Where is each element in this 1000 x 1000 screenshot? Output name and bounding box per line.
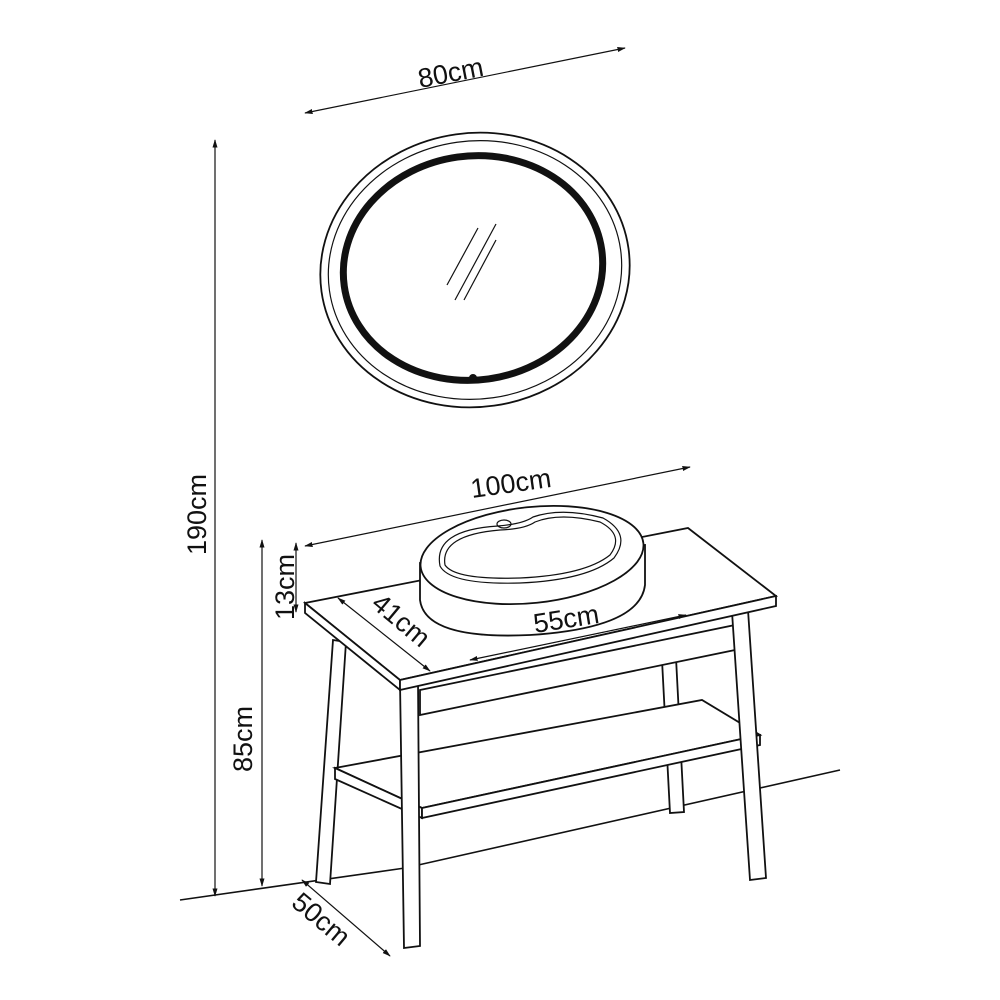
- dim-line-80: [304, 47, 626, 114]
- glare-line: [446, 227, 479, 286]
- dim-line-50: [301, 879, 391, 957]
- label-total-height: 190cm: [182, 474, 212, 555]
- back-left-leg: [315, 638, 347, 886]
- glare-line: [463, 239, 497, 301]
- round-mirror: [319, 131, 631, 409]
- label-vanity-height: 85cm: [228, 706, 258, 772]
- touch-sensor-icon: [469, 374, 477, 382]
- front-left-leg: [399, 678, 421, 950]
- faucet-hole-icon: [496, 519, 512, 529]
- label-mirror-width: 80cm: [415, 52, 486, 94]
- vessel-sink: [419, 504, 646, 637]
- dim-line-100: [304, 466, 691, 547]
- glare-line: [454, 223, 497, 301]
- dim-line-41: [337, 597, 431, 672]
- label-sink-height: 13cm: [270, 554, 300, 620]
- dim-line-55: [469, 614, 687, 661]
- shelf-front: [421, 733, 761, 820]
